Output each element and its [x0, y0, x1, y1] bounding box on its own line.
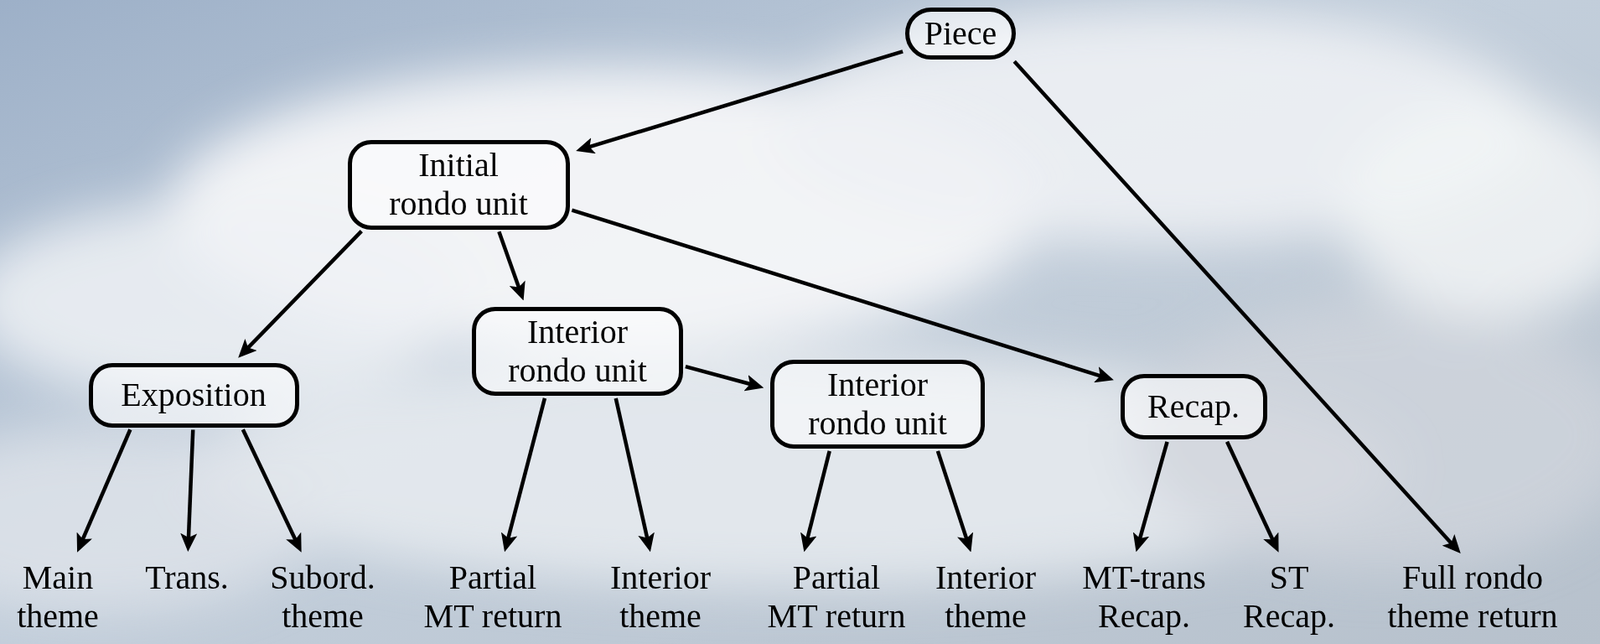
hierarchy-arrow	[616, 398, 649, 544]
form-section-label: Interior theme	[929, 558, 1042, 636]
form-unit-box: Recap.	[1120, 373, 1268, 440]
hierarchy-arrow	[1227, 441, 1275, 545]
node-text: Initial rondo unit	[383, 145, 534, 223]
hierarchy-arrow	[243, 429, 299, 545]
form-section-label: Subord. theme	[263, 558, 383, 636]
form-unit-box: Piece	[905, 7, 1016, 60]
node-text: Exposition	[120, 375, 266, 415]
node-text: Partial MT return	[765, 558, 908, 636]
hierarchy-arrow	[806, 450, 830, 544]
clouds	[0, 8, 1600, 612]
node-text: ST Recap.	[1238, 558, 1340, 636]
node-text: Partial MT return	[421, 558, 565, 636]
hierarchy-arrow	[507, 398, 545, 544]
hierarchy-arrow	[584, 51, 903, 149]
hierarchy-arrow	[937, 450, 969, 544]
form-unit-box: Exposition	[88, 362, 300, 428]
form-section-label: Interior theme	[604, 558, 717, 636]
node-text: Full rondo theme return	[1382, 558, 1564, 636]
node-text: Interior rondo unit	[502, 312, 653, 390]
form-unit-box: Interior rondo unit	[770, 359, 985, 449]
hierarchy-arrow	[1014, 61, 1456, 547]
node-text: Trans.	[144, 558, 229, 597]
hierarchy-arrow	[188, 429, 194, 544]
hierarchy-arrow	[243, 231, 362, 353]
form-unit-box: Initial rondo unit	[347, 139, 570, 230]
form-section-label: Main theme	[11, 558, 104, 636]
node-text: Subord. theme	[264, 558, 381, 636]
form-section-label: Partial MT return	[419, 558, 566, 636]
hierarchy-arrow	[80, 429, 130, 544]
hierarchy-arrow	[498, 231, 521, 293]
node-text: Interior rondo unit	[802, 365, 953, 443]
form-section-label: Full rondo theme return	[1381, 558, 1565, 636]
form-section-label: ST Recap.	[1237, 558, 1342, 636]
hierarchy-arrow	[685, 366, 756, 386]
hierarchy-arrow	[1138, 441, 1167, 544]
form-section-label: MT-trans Recap.	[1075, 558, 1213, 636]
node-text: Main theme	[13, 558, 103, 636]
form-section-label: Partial MT return	[763, 558, 910, 636]
node-text: Recap.	[1147, 387, 1240, 426]
form-unit-box: Interior rondo unit	[471, 306, 684, 396]
node-text: Interior theme	[605, 558, 715, 636]
form-section-label: Trans.	[143, 558, 231, 597]
node-text: Piece	[924, 14, 998, 53]
node-text: MT-trans Recap.	[1077, 558, 1212, 636]
node-text: Interior theme	[931, 558, 1041, 636]
